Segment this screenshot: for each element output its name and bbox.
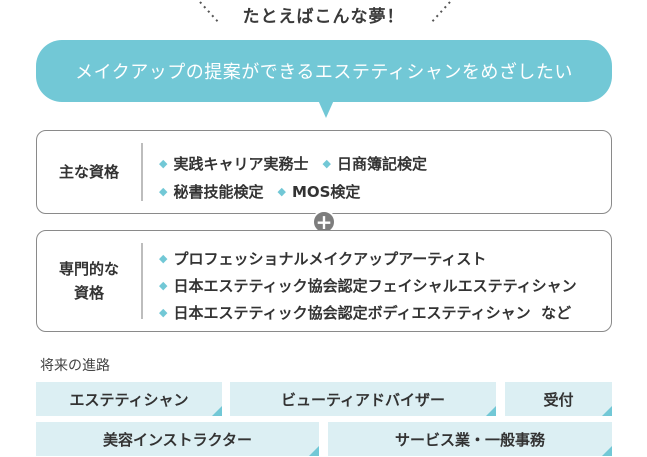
- qualification-item: ◆ 日本エステティック協会認定フェイシャルエステティシャン: [159, 277, 577, 295]
- qualification-item: ◆ プロフェッショナルメイクアップアーティスト: [159, 250, 487, 268]
- future-path-item: エステティシャン: [36, 382, 222, 416]
- specialized-qualifications-list: ◆ プロフェッショナルメイクアップアーティスト ◆ 日本エステティック協会認定フ…: [159, 245, 601, 326]
- diamond-bullet-icon: ◆: [159, 306, 168, 319]
- diamond-bullet-icon: ◆: [159, 156, 168, 170]
- qualification-item: ◆ 秘書技能検定: [159, 182, 264, 201]
- speech-bubble-tail: [318, 100, 334, 118]
- specialized-qualifications-label: 専門的な 資格: [58, 260, 119, 302]
- divider: [141, 243, 143, 319]
- divider: [141, 143, 143, 201]
- future-path-item: サービス業・一般事務: [328, 422, 612, 456]
- qualification-item: ◆ 日本エステティック協会認定ボディエステティシャン など: [159, 304, 572, 322]
- qualification-row: ◆ 日本エステティック協会認定フェイシャルエステティシャン: [159, 272, 601, 299]
- qualification-row: ◆ プロフェッショナルメイクアップアーティスト: [159, 245, 601, 272]
- corner-accent: [486, 406, 496, 416]
- headline: たとえばこんな夢！: [242, 7, 405, 27]
- qualification-item: ◆ MOS検定: [277, 182, 361, 201]
- qualification-row: ◆ 実践キャリア実務士 ◆ 日商簿記検定: [159, 149, 601, 177]
- diamond-bullet-icon: ◆: [277, 184, 286, 198]
- diamond-bullet-icon: ◆: [322, 156, 331, 170]
- dream-text: メイクアップの提案ができるエステティシャンをめざしたい: [75, 62, 573, 83]
- specialized-qualifications-box: 専門的な 資格 ◆ プロフェッショナルメイクアップアーティスト ◆ 日本エステテ…: [36, 230, 612, 332]
- diamond-bullet-icon: ◆: [159, 184, 168, 198]
- corner-accent: [212, 406, 222, 416]
- future-path-item: 美容インストラクター: [36, 422, 319, 456]
- dream-speech-bubble: メイクアップの提案ができるエステティシャンをめざしたい: [36, 40, 612, 102]
- corner-accent: [602, 406, 612, 416]
- future-paths-title: 将来の進路: [40, 358, 110, 374]
- future-path-item: 受付: [505, 382, 612, 416]
- qualification-item: ◆ 日商簿記検定: [322, 154, 427, 173]
- future-path-item: ビューティアドバイザー: [230, 382, 496, 416]
- main-qualifications-box: 主な資格 ◆ 実践キャリア実務士 ◆ 日商簿記検定 ◆ 秘書技能検定 ◆ MOS…: [36, 130, 612, 214]
- qualification-row: ◆ 秘書技能検定 ◆ MOS検定: [159, 177, 601, 205]
- qualification-row: ◆ 日本エステティック協会認定ボディエステティシャン など: [159, 299, 601, 326]
- corner-accent: [602, 446, 612, 456]
- qualification-item: ◆ 実践キャリア実務士: [159, 154, 309, 173]
- diamond-bullet-icon: ◆: [159, 252, 168, 265]
- headline-area: たとえばこんな夢！: [0, 0, 647, 36]
- corner-accent: [309, 446, 319, 456]
- diamond-bullet-icon: ◆: [159, 279, 168, 292]
- left-dash-decoration: [199, 1, 221, 25]
- main-qualifications-list: ◆ 実践キャリア実務士 ◆ 日商簿記検定 ◆ 秘書技能検定 ◆ MOS検定: [159, 149, 601, 205]
- right-dash-decoration: [429, 1, 451, 25]
- main-qualifications-label: 主な資格: [58, 163, 119, 181]
